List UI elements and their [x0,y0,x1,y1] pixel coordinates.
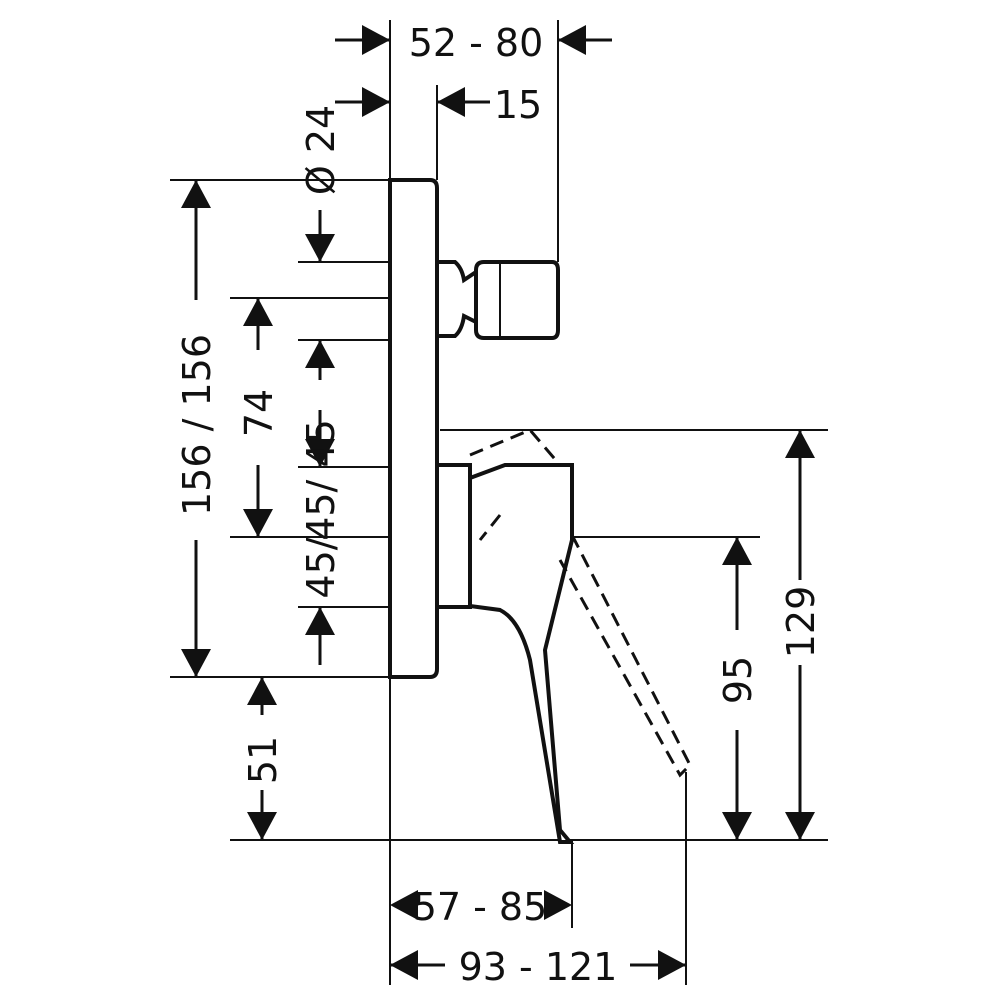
dimension-arrows [181,25,815,980]
dim-label-95: 95 [716,656,760,704]
wall-plate [388,178,439,679]
lever-handle [468,463,575,844]
dim-label-52-80: 52 - 80 [409,21,544,65]
diverter-knob [435,260,560,340]
dim-label-156: 156 / 156 [175,334,219,516]
lever-base [435,463,472,609]
dim-label-74: 74 [237,389,281,437]
dim-label-93-121: 93 - 121 [459,945,618,989]
dim-label-57-85: 57 - 85 [413,885,548,929]
lever-open-position [469,428,692,778]
dim-label-diameter-24: Ø 24 [299,105,343,195]
dim-label-51: 51 [241,736,285,784]
dim-label-45-45-upper: 45/ 45 [299,419,343,541]
dim-label-15: 15 [494,83,542,127]
dim-label-129: 129 [779,586,823,659]
dim-label-45-lower: 45/ [299,537,343,598]
extension-lines [170,20,828,985]
